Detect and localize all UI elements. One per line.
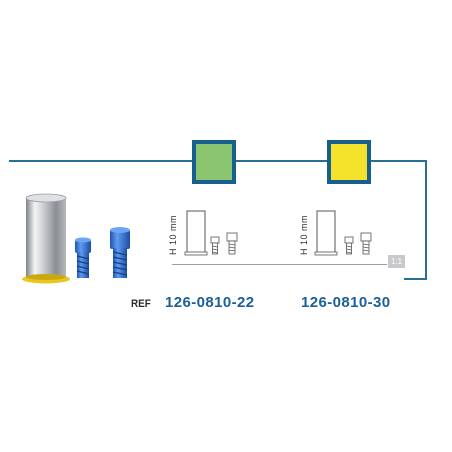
scale-badge: 1:1 xyxy=(388,255,405,268)
screw-outline-icon xyxy=(360,232,372,255)
sleeve-outline-icon xyxy=(316,210,336,254)
baseline-rule xyxy=(172,264,387,265)
screw-outline-icon xyxy=(344,236,354,255)
ref-code-green: 126-0810-22 xyxy=(165,294,255,311)
dimension-label: H 10 mm xyxy=(299,214,309,255)
ref-label: REF xyxy=(131,298,151,310)
dimension-label: H 10 mm xyxy=(168,214,178,255)
sleeve-outline-icon xyxy=(186,210,206,254)
ref-code-yellow: 126-0810-30 xyxy=(301,294,391,311)
large-screw-image xyxy=(110,227,130,278)
connector-line-bottom xyxy=(404,278,427,280)
color-swatch-yellow xyxy=(327,140,371,184)
color-swatch-green xyxy=(192,140,236,184)
connector-line-right xyxy=(425,160,427,280)
screw-outline-icon xyxy=(210,236,220,255)
dimension-drawing xyxy=(314,210,372,256)
product-photo xyxy=(22,193,130,284)
cylinder-sleeve-image xyxy=(22,193,70,284)
small-screw-image xyxy=(75,237,91,278)
dimension-drawing xyxy=(184,210,238,256)
screw-outline-icon xyxy=(226,232,238,255)
